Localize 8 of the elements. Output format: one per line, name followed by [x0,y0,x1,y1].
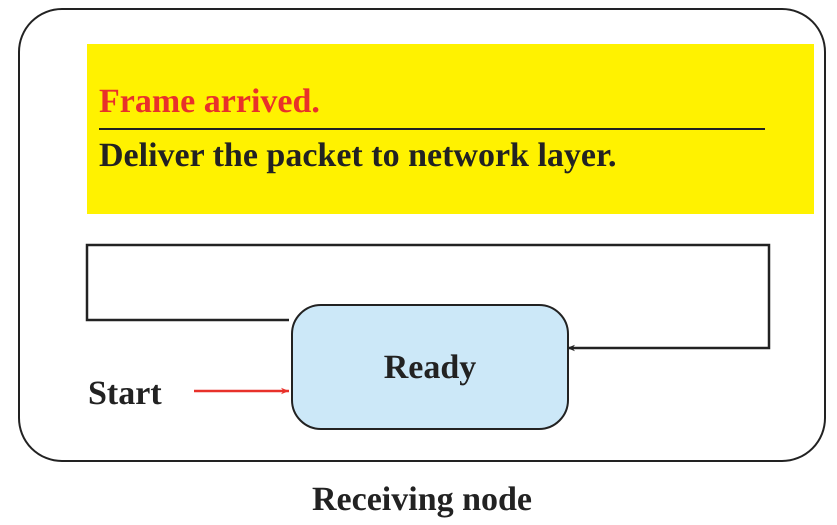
action-text: Deliver the packet to network layer. [99,136,616,176]
self-loop-arrow [86,244,770,352]
event-text: Frame arrived. [99,82,320,122]
arrow [194,388,289,394]
start-label: Start [88,370,196,416]
state-box: Ready [291,304,569,430]
highlighted-label [87,44,814,214]
node-label: Receiving node [312,480,532,520]
